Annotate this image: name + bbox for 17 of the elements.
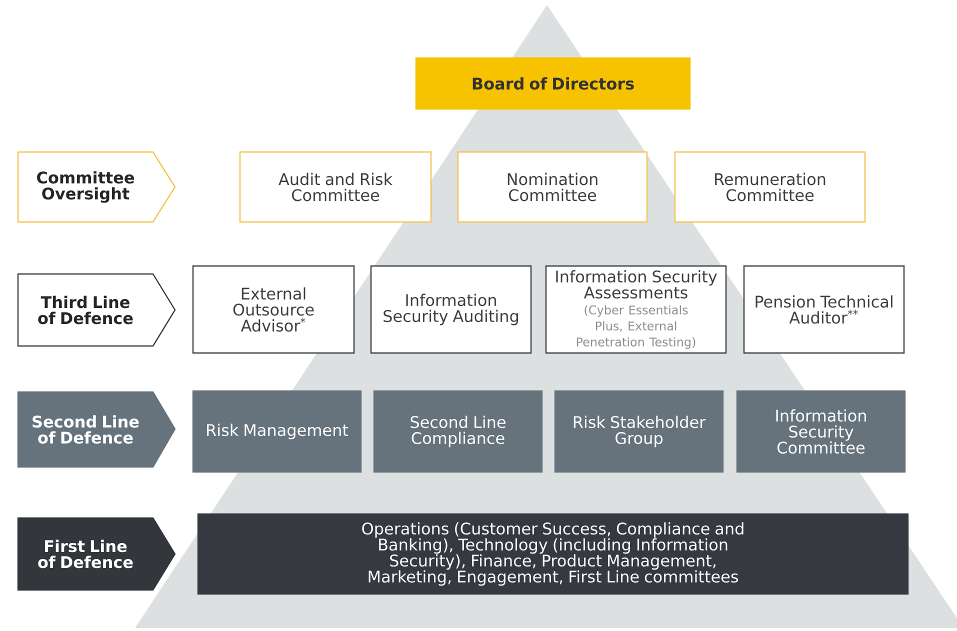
defence-box: Risk Stakeholder Group [554,390,724,473]
chevron-label: Second Line of Defence [17,391,176,468]
chevron-label: Third Line of Defence [17,273,176,347]
chevron-label: Committee Oversight [17,151,176,223]
defence-box: Information Security Committee [736,390,906,473]
committee-box: Remuneration Committee [674,151,866,223]
committee-box: Audit and Risk Committee [239,151,432,223]
defence-box: Second Line Compliance [373,390,543,473]
defence-box: Information Security Assessments (Cyber Essentials Plus, External Penetration Testing) [545,265,727,354]
defence-box: Operations (Customer Success, Compliance and Banking), Technology (including Information Security), Finance, Product Management, Marketing, Engagement, First Line committees [197,513,909,595]
defence-box: External Outsource Advisor$^{*}$ [192,265,355,354]
defence-box: Information Security Auditing [370,265,532,354]
committee-box: Nomination Committee [457,151,648,223]
board-box: Board of Directors [415,57,691,110]
defence-box: Risk Management [192,390,362,473]
chevron-label: First Line of Defence [17,517,176,591]
defence-box: Pension Technical Auditor$^{**}$ [743,265,905,354]
